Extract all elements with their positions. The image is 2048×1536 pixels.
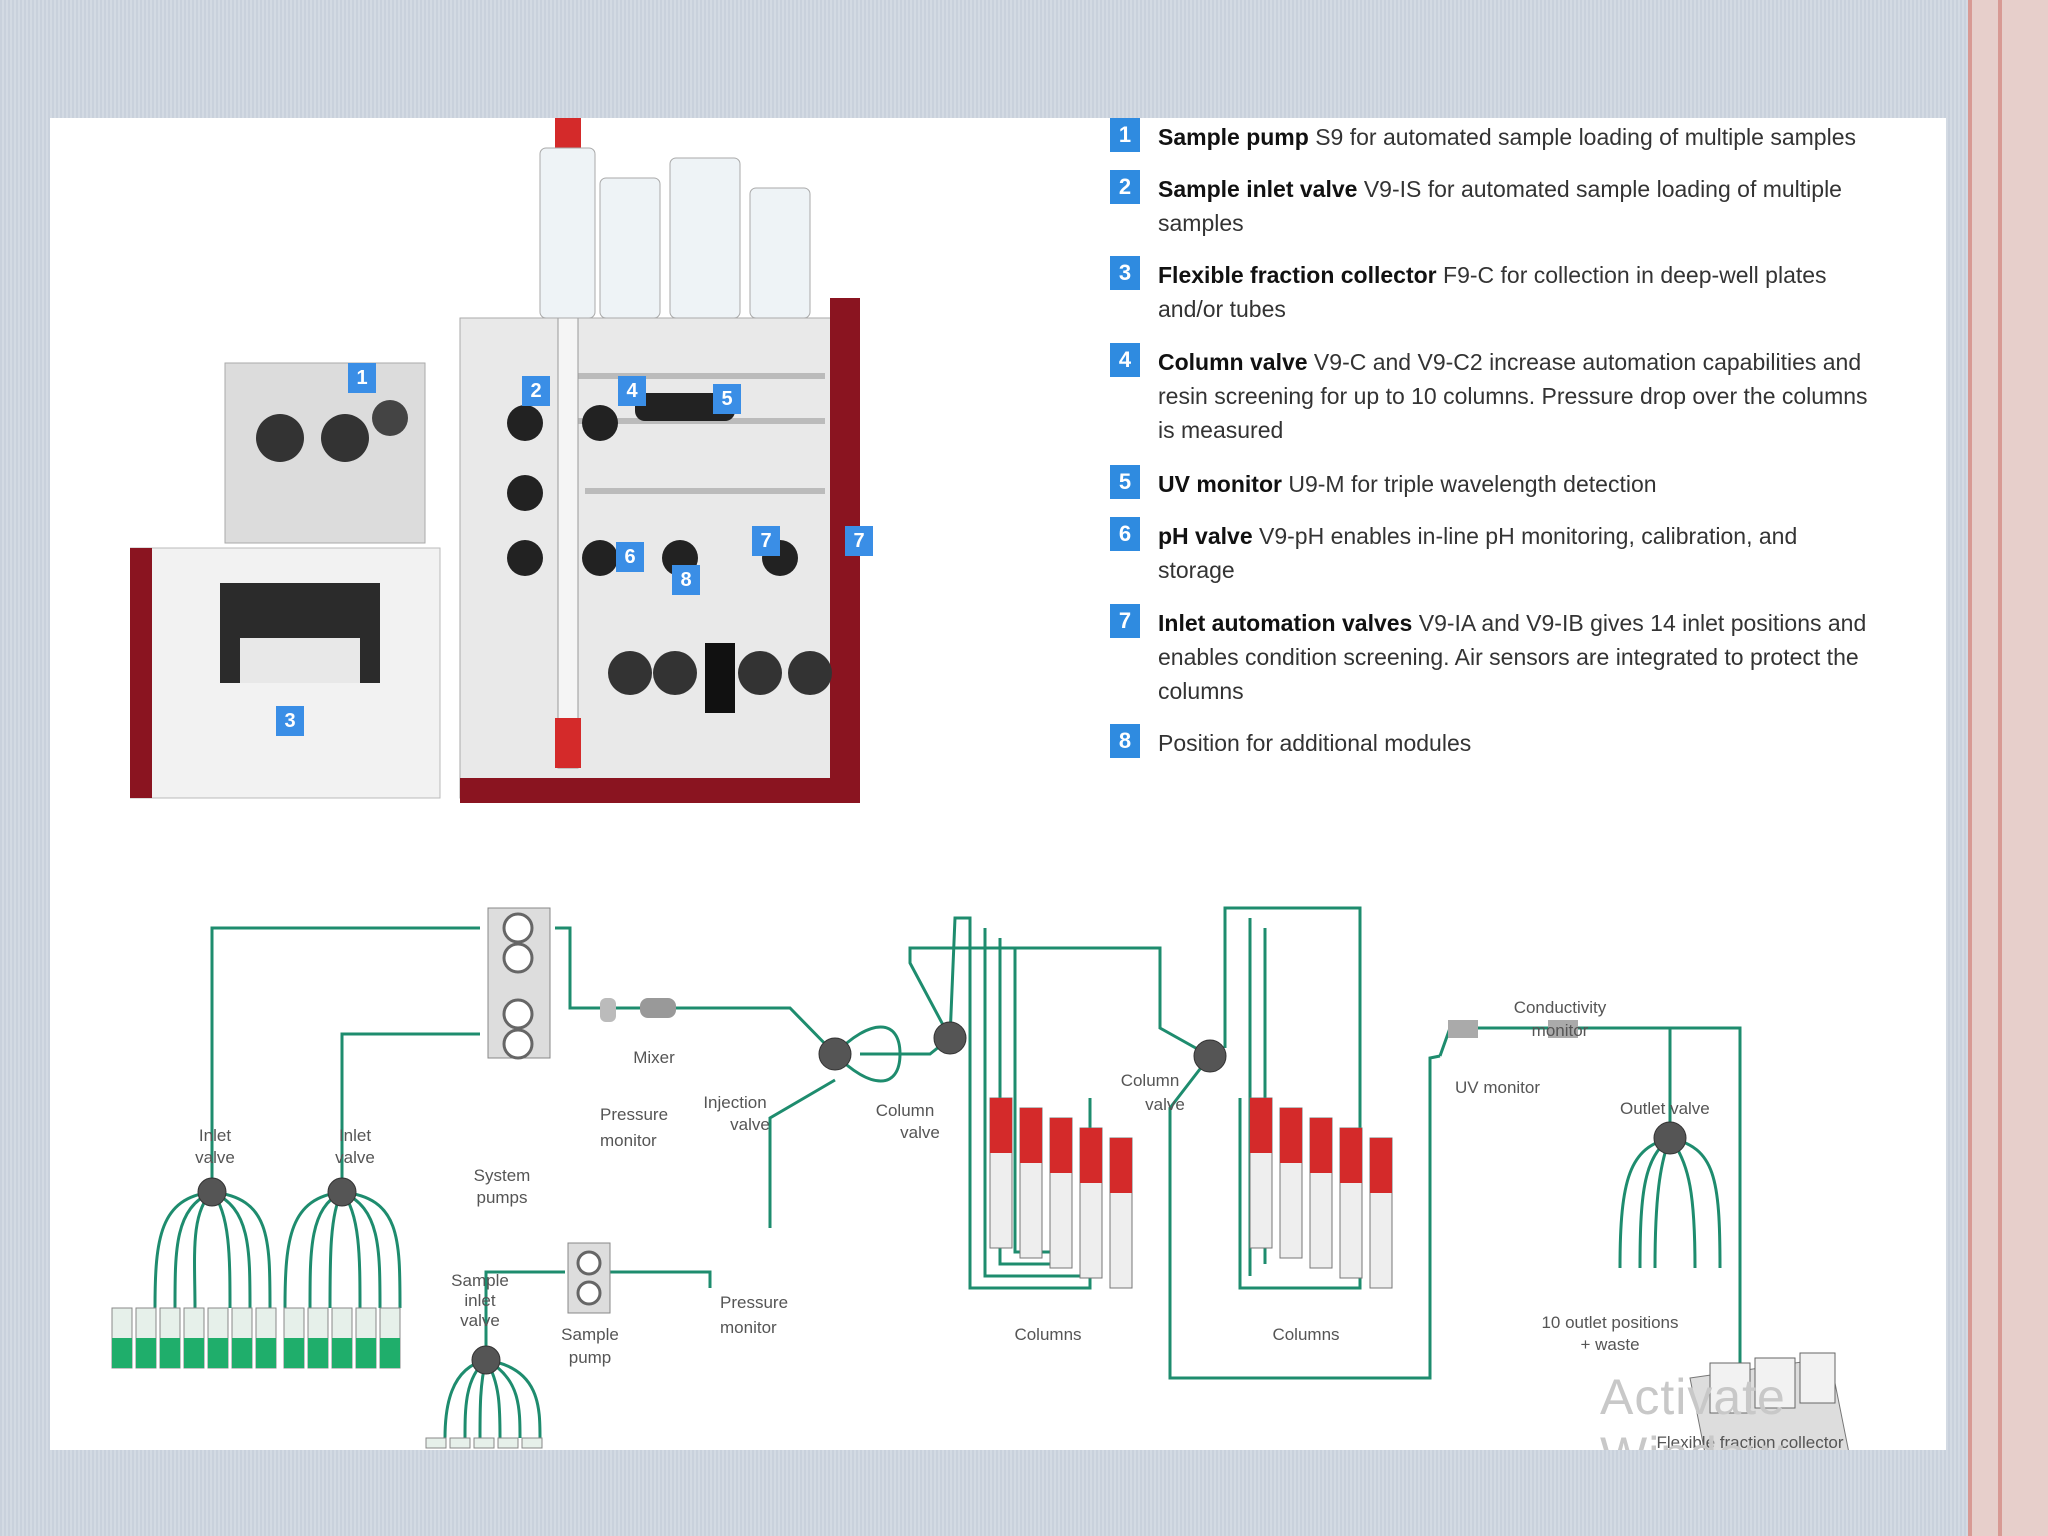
label-sample-inlet-valve: Sample [451,1271,509,1290]
label-fraction-collector: Flexible fraction collector [1656,1433,1843,1450]
label-injection-valve: Injection [703,1093,766,1112]
legend-description: V9-pH enables in-line pH monitoring, cal… [1158,523,1798,583]
label-pressure-monitor-2: Pressure [720,1293,788,1312]
label-sample-pump: Sample [561,1325,619,1344]
label-outlet-valve: Outlet valve [1620,1099,1710,1118]
legend-description: U9-M for triple wavelength detection [1281,471,1657,497]
legend-number: 1 [1110,118,1140,152]
photo-badge-7b: 7 [845,526,873,556]
legend-number: 7 [1110,604,1140,638]
label-pressure-monitor-2: monitor [720,1318,777,1337]
label-outlet-positions: + waste [1580,1335,1639,1354]
label-inlet-valve-1: valve [195,1148,235,1167]
windows-activation-watermark: Activate Window [1600,1369,1786,1450]
label-pressure-monitor-1: Pressure [600,1105,668,1124]
instrument-illustration [129,118,860,803]
legend-title: Flexible fraction collector [1158,262,1437,288]
legend-title: Inlet automation valves [1158,610,1413,636]
photo-badge-5: 5 [713,384,741,414]
label-conductivity-monitor: monitor [1532,1021,1589,1040]
legend-description: F9-C for collection in deep-well plates … [1158,262,1827,322]
photo-badge-6: 6 [616,542,644,572]
label-column-valve-2: Column [1121,1071,1180,1090]
legend-description: S9 for automated sample loading of multi… [1308,124,1856,150]
label-system-pumps: pumps [476,1188,527,1207]
flow-diagram-svg: Inlet valve Inlet valve System pumps Pre… [111,906,1849,1450]
photo-badge-7a: 7 [752,526,780,556]
label-inlet-valve-1: Inlet [199,1126,231,1145]
photo-badge-4: 4 [618,376,646,406]
label-sample-pump: pump [569,1348,612,1367]
label-columns-1: Columns [1014,1325,1081,1344]
legend-title: Column valve [1158,349,1308,375]
legend-title: Sample pump [1158,124,1309,150]
label-inlet-valve-2: valve [335,1148,375,1167]
label-columns-2: Columns [1272,1325,1339,1344]
legend-description: V9-C and V9-C2 increase automation capab… [1158,349,1868,443]
label-outlet-positions: 10 outlet positions [1541,1313,1678,1332]
photo-badge-8: 8 [672,565,700,595]
legend-title: Sample inlet valve [1158,176,1358,202]
legend-number: 5 [1110,465,1140,499]
label-column-valve-2: valve [1145,1095,1185,1114]
label-uv-monitor: UV monitor [1455,1078,1540,1097]
label-injection-valve: valve [730,1115,770,1134]
legend-title: UV monitor [1158,471,1282,497]
legend-number: 3 [1110,256,1140,290]
legend-number: 4 [1110,343,1140,377]
label-column-valve-1: Column [876,1101,935,1120]
legend-description: V9-IS for automated sample loading of mu… [1158,176,1842,236]
label-pressure-monitor-1: monitor [600,1131,657,1150]
legend-number: 2 [1110,170,1140,204]
photo-badge-2: 2 [522,376,550,406]
slide-content: 1 2 3 4 5 6 7 7 8 1 Sample pump S9 for a… [50,118,1946,1450]
label-conductivity-monitor: Conductivity [1514,998,1607,1017]
legend-number: 6 [1110,517,1140,551]
right-border-decoration [1968,0,2048,1536]
label-system-pumps: System [474,1166,531,1185]
label-column-valve-1: valve [900,1123,940,1142]
legend-number: 8 [1110,724,1140,758]
label-inlet-valve-2: Inlet [339,1126,371,1145]
legend-title: pH valve [1158,523,1253,549]
photo-badge-3: 3 [276,706,304,736]
label-sample-inlet-valve: valve [460,1311,500,1330]
label-sample-inlet-valve: inlet [464,1291,495,1310]
photo-badge-1: 1 [348,363,376,393]
flow-diagram: Inlet valve Inlet valve System pumps Pre… [50,818,1946,1450]
label-mixer: Mixer [633,1048,675,1067]
instrument-photo: 1 2 3 4 5 6 7 7 8 [129,118,930,808]
legend-description: V9-IA and V9-IB gives 14 inlet positions… [1158,610,1867,704]
legend-description: Position for additional modules [1158,730,1472,756]
